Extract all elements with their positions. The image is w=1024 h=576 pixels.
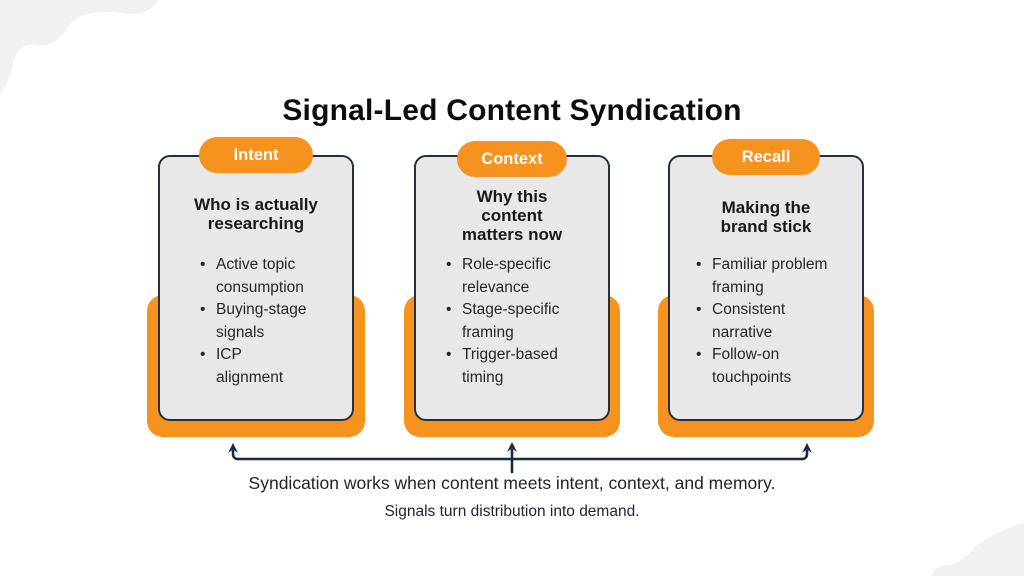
span-arrow: [228, 442, 812, 474]
bullet-item: Role-specific relevance: [446, 254, 604, 299]
bullet-item: Stage-specific framing: [446, 299, 604, 344]
card-context-heading: Why this content matters now: [461, 187, 563, 244]
bullet-item: Trigger-based timing: [446, 344, 604, 389]
card-intent: Who is actually researching Active topic…: [147, 137, 365, 437]
page-title: Signal-Led Content Syndication: [282, 94, 742, 128]
bullet-item: Consistent narrative: [696, 299, 860, 344]
card-intent-body: Who is actually researching Active topic…: [158, 155, 354, 421]
card-recall-heading: Making the brand stick: [720, 198, 812, 236]
bullet-item: Familiar problem framing: [696, 254, 860, 299]
card-context: Why this content matters now Role-specif…: [404, 137, 620, 437]
card-context-body: Why this content matters now Role-specif…: [414, 155, 610, 421]
footer-tagline: Signals turn distribution into demand.: [384, 503, 640, 520]
card-recall: Making the brand stick Familiar problem …: [658, 137, 874, 437]
card-context-bullets: Role-specific relevanceStage-specific fr…: [446, 254, 604, 389]
bullet-item: ICP alignment: [200, 344, 348, 389]
decorative-blob-bottom-right: [931, 523, 1024, 576]
footer-statement: Syndication works when content meets int…: [248, 473, 776, 493]
bullet-item: Active topic consumption: [200, 254, 348, 299]
card-context-badge: Context: [457, 141, 567, 177]
decorative-blob-top-left: [0, 0, 158, 93]
card-recall-badge: Recall: [712, 139, 820, 175]
card-intent-heading: Who is actually researching: [194, 195, 318, 233]
bullet-item: Buying-stage signals: [200, 299, 348, 344]
card-intent-badge: Intent: [199, 137, 313, 173]
card-recall-body: Making the brand stick Familiar problem …: [668, 155, 864, 421]
card-recall-bullets: Familiar problem framingConsistent narra…: [696, 254, 860, 389]
bullet-item: Follow-on touchpoints: [696, 344, 860, 389]
card-intent-bullets: Active topic consumptionBuying-stage sig…: [200, 254, 348, 389]
